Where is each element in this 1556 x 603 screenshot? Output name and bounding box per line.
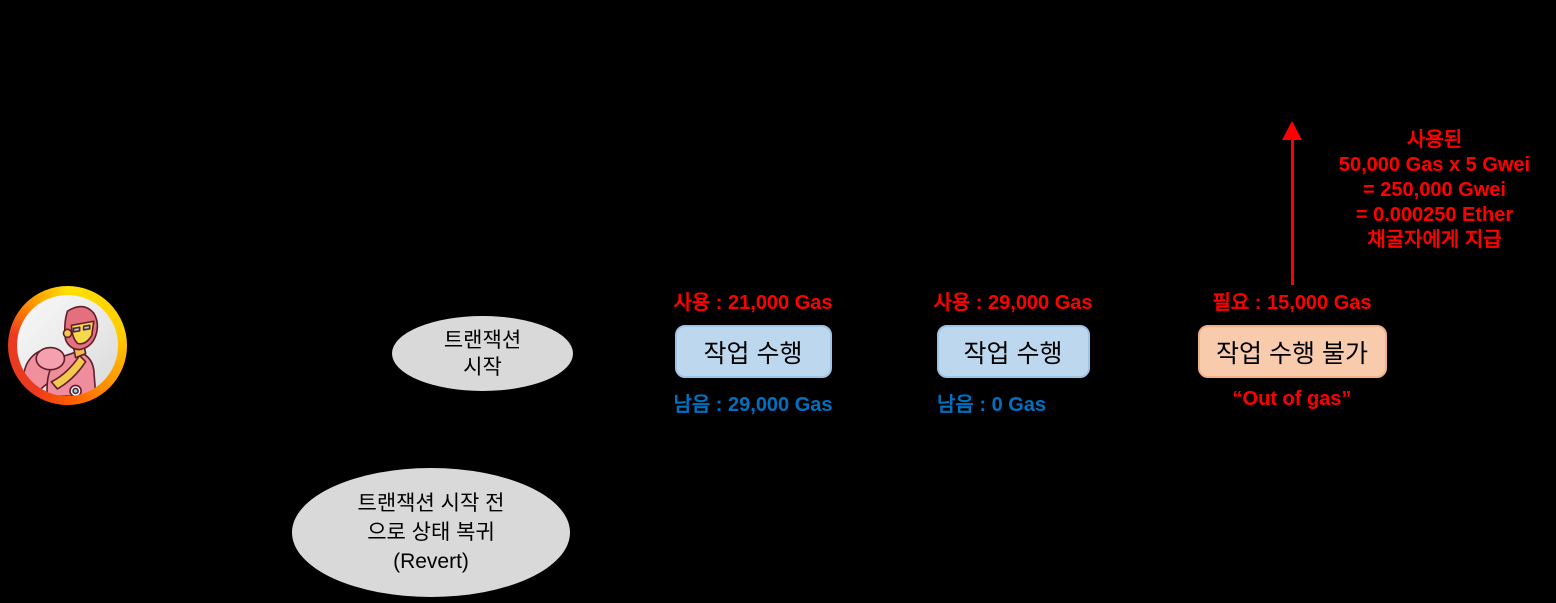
revert-line-1: 트랜잭션 시작 전 bbox=[357, 492, 505, 515]
payment-note-line-2: 50,000 Gas x 5 Gwei bbox=[1338, 154, 1531, 176]
gas-left-label-2: 남음 : 0 Gas bbox=[937, 394, 1047, 416]
payment-note-line-3: = 250,000 Gwei bbox=[1363, 179, 1506, 201]
payment-arrow-head-icon bbox=[1282, 121, 1302, 140]
revert-ellipse: 트랜잭션 시작 전 으로 상태 복귀 (Revert) bbox=[292, 468, 570, 597]
payment-note-line-5: 채굴자에게 지급 bbox=[1367, 229, 1502, 251]
task-fail-box: 작업 수행 불가 bbox=[1197, 325, 1387, 378]
gas-used-label-2: 사용 : 29,000 Gas bbox=[933, 292, 1093, 314]
gas-left-label-1: 남음 : 29,000 Gas bbox=[673, 394, 833, 416]
task-box-2-label: 작업 수행 bbox=[963, 339, 1063, 368]
gas-used-label-1: 사용 : 21,000 Gas bbox=[673, 292, 833, 314]
step-2: 사용 : 29,000 Gas 작업 수행 남음 : 0 Gas bbox=[903, 291, 1123, 417]
payment-note-line-1: 사용된 bbox=[1406, 129, 1463, 151]
task-box-2: 작업 수행 bbox=[936, 325, 1090, 378]
task-fail-box-label: 작업 수행 불가 bbox=[1216, 339, 1368, 368]
transaction-start-line-1: 트랜잭션 bbox=[443, 328, 522, 352]
gas-needed-label-3: 필요 : 15,000 Gas bbox=[1212, 292, 1372, 314]
task-box-1: 작업 수행 bbox=[674, 325, 832, 378]
out-of-gas-label: “Out of gas” bbox=[1232, 388, 1352, 410]
transaction-start-line-2: 시작 bbox=[463, 355, 502, 379]
transaction-start-ellipse: 트랜잭션 시작 bbox=[392, 316, 573, 391]
payment-note-line-4: = 0.000250 Ether bbox=[1355, 204, 1514, 226]
iron-man-avatar bbox=[8, 286, 127, 405]
revert-line-3: (Revert) bbox=[393, 550, 469, 573]
iron-man-icon bbox=[17, 295, 118, 396]
step-3: 필요 : 15,000 Gas 작업 수행 불가 “Out of gas” bbox=[1182, 291, 1402, 411]
revert-line-2: 으로 상태 복귀 bbox=[367, 521, 495, 544]
miner-payment-note: 사용된 50,000 Gas x 5 Gwei = 250,000 Gwei =… bbox=[1307, 128, 1556, 253]
step-1: 사용 : 21,000 Gas 작업 수행 남음 : 29,000 Gas bbox=[643, 291, 863, 417]
payment-arrow bbox=[1291, 138, 1294, 285]
task-box-1-label: 작업 수행 bbox=[703, 339, 803, 368]
